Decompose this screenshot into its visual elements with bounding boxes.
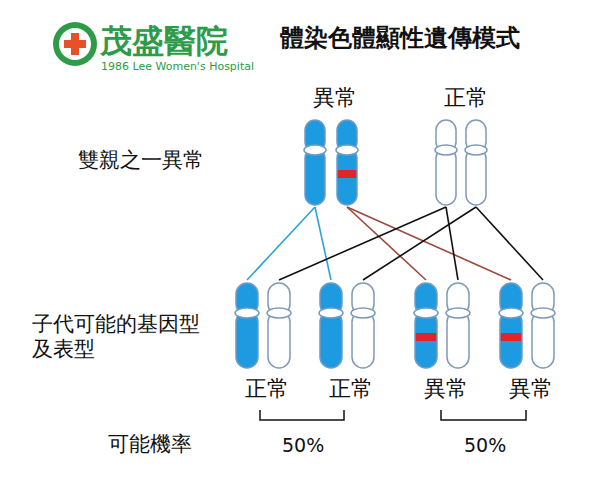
chromosome [235,283,259,368]
bracket [260,410,526,420]
chromosome-pair: 異常 [492,280,570,405]
inheritance-line [315,207,331,280]
phenotype-label: 正常 [228,376,306,402]
chromosome [446,283,470,368]
hospital-name: 茂盛醫院 [100,22,228,60]
phenotype-label: 異常 [407,376,485,402]
hospital-logo-icon [53,22,97,66]
inheritance-line [363,207,476,280]
chromosome [304,120,326,205]
phenotype-label: 正常 [424,85,508,111]
chromosome-pair: 異常 [407,280,485,405]
row-label: 子代可能的基因型及表型 [32,312,210,362]
chromosome [414,283,438,368]
chromosome-pair: 正常 [424,85,508,207]
probability: 50% [282,434,324,457]
chromosome-pair: 異常 [293,85,377,207]
chromosome [499,283,523,368]
phenotype-label: 異常 [293,85,377,111]
hospital-subtitle: 1986 Lee Women's Hospital [101,60,254,73]
chromosome [267,283,291,368]
inheritance-line [446,207,458,280]
row-label: 可能機率 [108,432,192,457]
chromosome [319,283,343,368]
inheritance-line [347,207,426,280]
phenotype-label: 正常 [312,376,390,402]
chromosome [336,120,358,205]
chromosome [531,283,555,368]
chromosome [351,283,375,368]
chromosome [435,120,457,205]
phenotype-label: 異常 [492,376,570,402]
title: 體染色體顯性遺傳模式 [280,24,520,53]
chromosome-pair: 正常 [312,280,390,405]
inheritance-line [476,207,543,280]
row-label: 雙親之一異常 [78,148,204,173]
chromosome [465,120,487,205]
chromosome-pair: 正常 [228,280,306,405]
probability: 50% [464,434,506,457]
